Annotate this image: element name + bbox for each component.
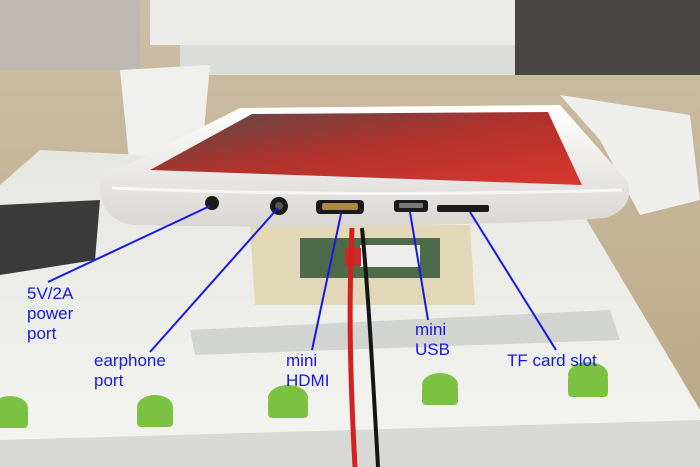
label-mini-hdmi: mini HDMI <box>286 351 330 390</box>
tablet-edge-highlight <box>111 186 623 195</box>
white-tray-right <box>560 95 700 215</box>
background-boxes <box>0 0 140 70</box>
black-wire <box>360 227 380 467</box>
manual-text-band <box>190 310 620 355</box>
mini-hdmi-inner <box>322 203 358 210</box>
pointer-tf-card <box>469 211 557 351</box>
pointer-power-port <box>47 205 211 283</box>
tablet-screen <box>150 112 582 185</box>
label-tf-card-slot: TF card slot <box>507 351 597 370</box>
label-mini-usb: mini USB <box>415 320 450 359</box>
android-mascots <box>0 362 608 428</box>
board-connector <box>360 245 420 267</box>
red-wire <box>347 227 358 467</box>
android-icon <box>422 373 458 405</box>
label-earphone-port: earphone port <box>94 351 166 390</box>
manual-dark-panel <box>0 200 100 275</box>
mini-usb-inner <box>399 203 423 208</box>
manual-shadow-edge <box>0 420 700 467</box>
tf-card-slot <box>437 205 489 212</box>
background-box <box>150 0 520 45</box>
android-icon <box>268 385 308 418</box>
background-dark-object <box>515 0 700 75</box>
pointer-mini-usb <box>409 211 429 321</box>
pointer-earphone-port <box>149 207 279 353</box>
pointer-mini-hdmi <box>311 213 342 351</box>
android-icon <box>568 362 608 397</box>
label-power-port: 5V/2A power port <box>27 284 74 343</box>
background-tray <box>180 45 560 75</box>
android-icon <box>0 396 28 428</box>
android-icon <box>137 395 173 427</box>
